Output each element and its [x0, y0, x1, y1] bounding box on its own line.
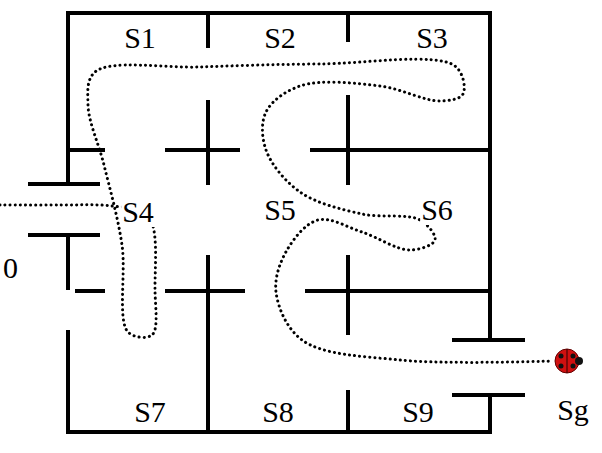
ladybug-wing-line [567, 349, 568, 373]
terminal-label: 0 [2, 253, 19, 283]
state-label: S7 [133, 397, 167, 427]
state-label: S8 [261, 397, 295, 427]
state-label: S5 [263, 195, 297, 225]
terminal-label: Sg [556, 395, 590, 425]
state-label: S1 [123, 23, 157, 53]
ladybug-spot [559, 354, 564, 359]
ladybug-spot [559, 364, 564, 369]
robot-path-layer [0, 59, 553, 362]
ladybug-spot [571, 364, 576, 369]
robot-path [0, 59, 553, 362]
state-label: S4 [121, 197, 155, 227]
state-label: S3 [415, 23, 449, 53]
ladybug-head [575, 357, 583, 365]
ladybug-spot [571, 354, 576, 359]
maze-walls [28, 13, 525, 432]
state-label: S9 [401, 397, 435, 427]
state-label: S2 [263, 23, 297, 53]
state-label: S6 [420, 195, 454, 225]
ladybug-icon [555, 349, 583, 373]
